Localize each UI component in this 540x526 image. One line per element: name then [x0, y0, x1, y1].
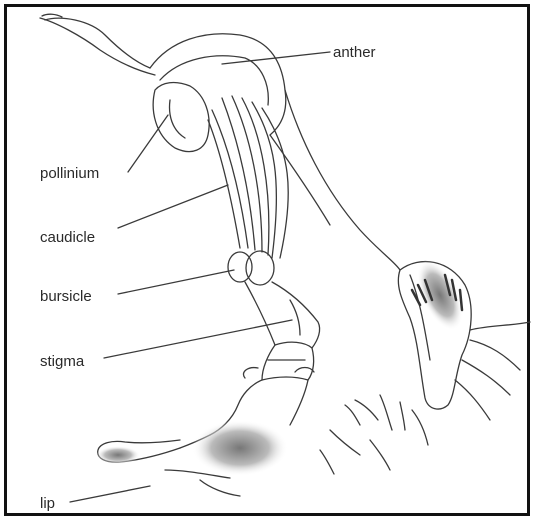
bursicle-right	[246, 251, 274, 285]
anther-outline	[150, 34, 286, 135]
leader-caudicle	[118, 185, 228, 228]
label-pollinium: pollinium	[40, 165, 99, 182]
label-caudicle: caudicle	[40, 229, 95, 246]
label-lip: lip	[40, 495, 55, 512]
pollinium-shape	[153, 83, 209, 152]
leader-stigma	[104, 320, 292, 358]
leader-anther	[222, 52, 330, 64]
label-anther: anther	[333, 44, 376, 61]
label-stigma: stigma	[40, 353, 85, 370]
leader-pollinium	[128, 115, 168, 172]
label-bursicle: bursicle	[40, 288, 92, 305]
stigma-column	[245, 282, 275, 345]
leader-bursicle	[118, 270, 234, 294]
column-back	[285, 90, 400, 270]
leader-lip	[70, 486, 150, 502]
